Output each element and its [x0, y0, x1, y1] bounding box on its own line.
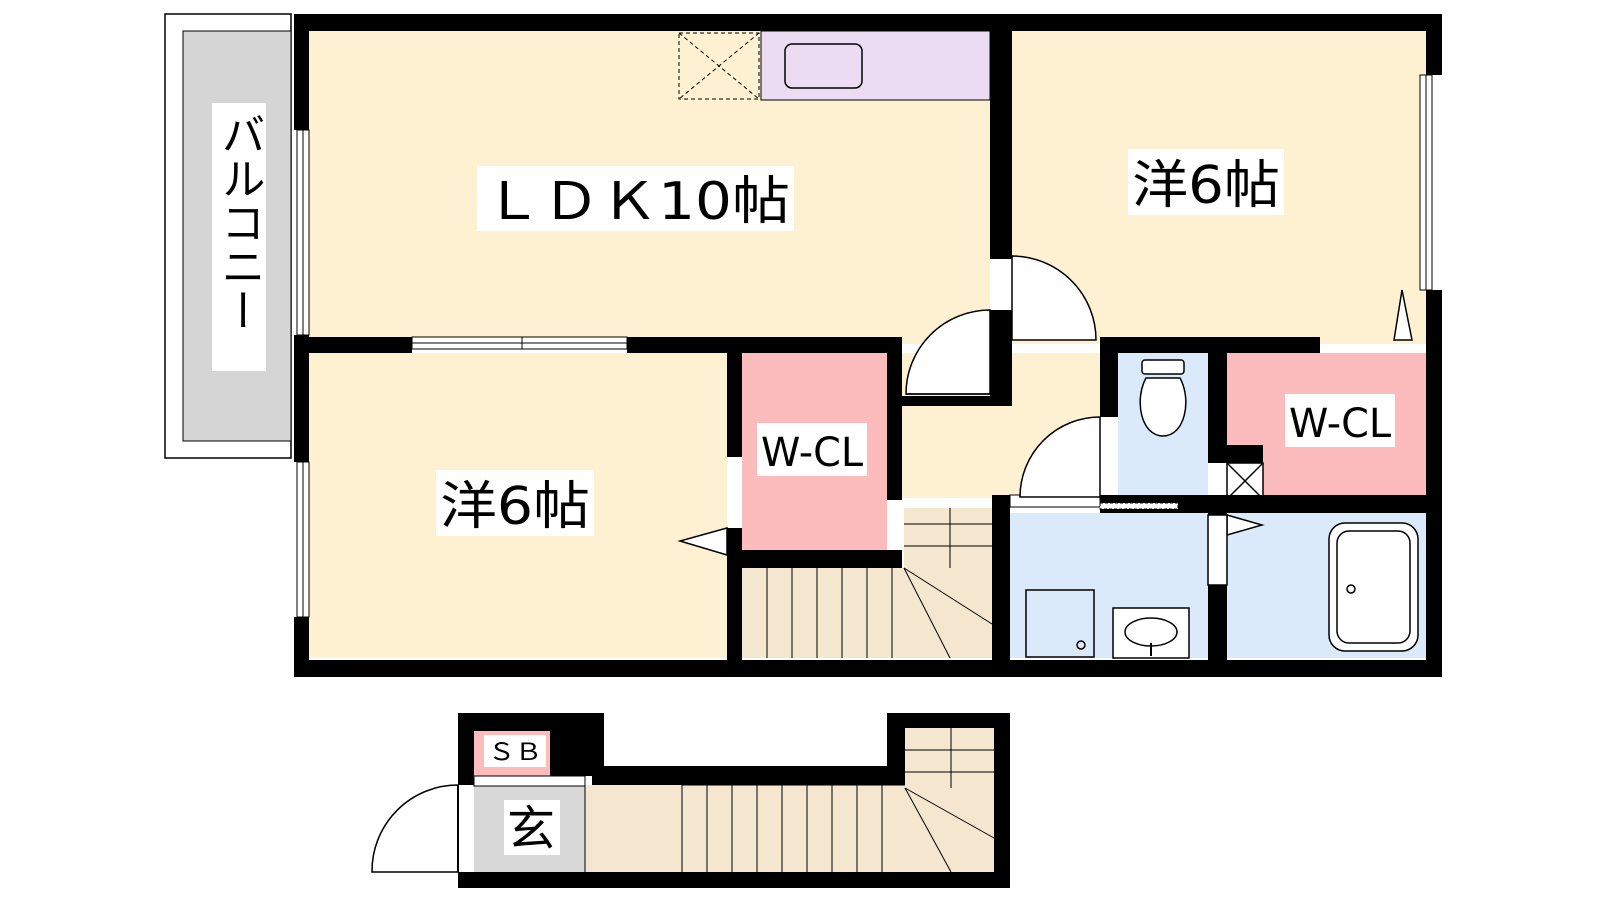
door-toilet-icon: [1019, 416, 1101, 498]
kitchen-counter: [760, 30, 991, 101]
sink-icon: [784, 43, 863, 89]
western-top-label: 洋6帖: [1132, 156, 1280, 216]
closet-left-label: W-CL: [761, 430, 864, 476]
refrigerator-space-icon: [678, 32, 760, 100]
pipe-space-icon: [1226, 462, 1264, 500]
windows: [296, 74, 1433, 618]
front-door-icon: [371, 784, 459, 873]
entrance-label: 玄: [507, 801, 555, 857]
door-ldk-icon: [905, 309, 991, 395]
shoe-box-label: ＳＢ: [488, 738, 542, 766]
lower-floor: [371, 713, 1010, 888]
washing-machine-space-icon: [1025, 589, 1095, 658]
washbasin-icon: [1112, 607, 1190, 659]
doors: [677, 255, 1413, 586]
bathtub-icon: [1328, 522, 1419, 652]
balcony-label: バルコニー: [214, 112, 265, 332]
door-western-top-icon: [1011, 255, 1097, 341]
door-closet-right-icon: [1393, 289, 1413, 341]
closet-right-label: W-CL: [1289, 401, 1392, 447]
ldk-label: ＬＤＫ10帖: [484, 172, 790, 232]
upper-stairs: [742, 508, 993, 659]
walls: [294, 14, 1442, 677]
toilet-icon: [1139, 359, 1187, 437]
western-left-label: 洋6帖: [440, 477, 590, 537]
door-closet-left-icon: [677, 527, 728, 557]
balcony: バルコニー: [164, 13, 292, 459]
